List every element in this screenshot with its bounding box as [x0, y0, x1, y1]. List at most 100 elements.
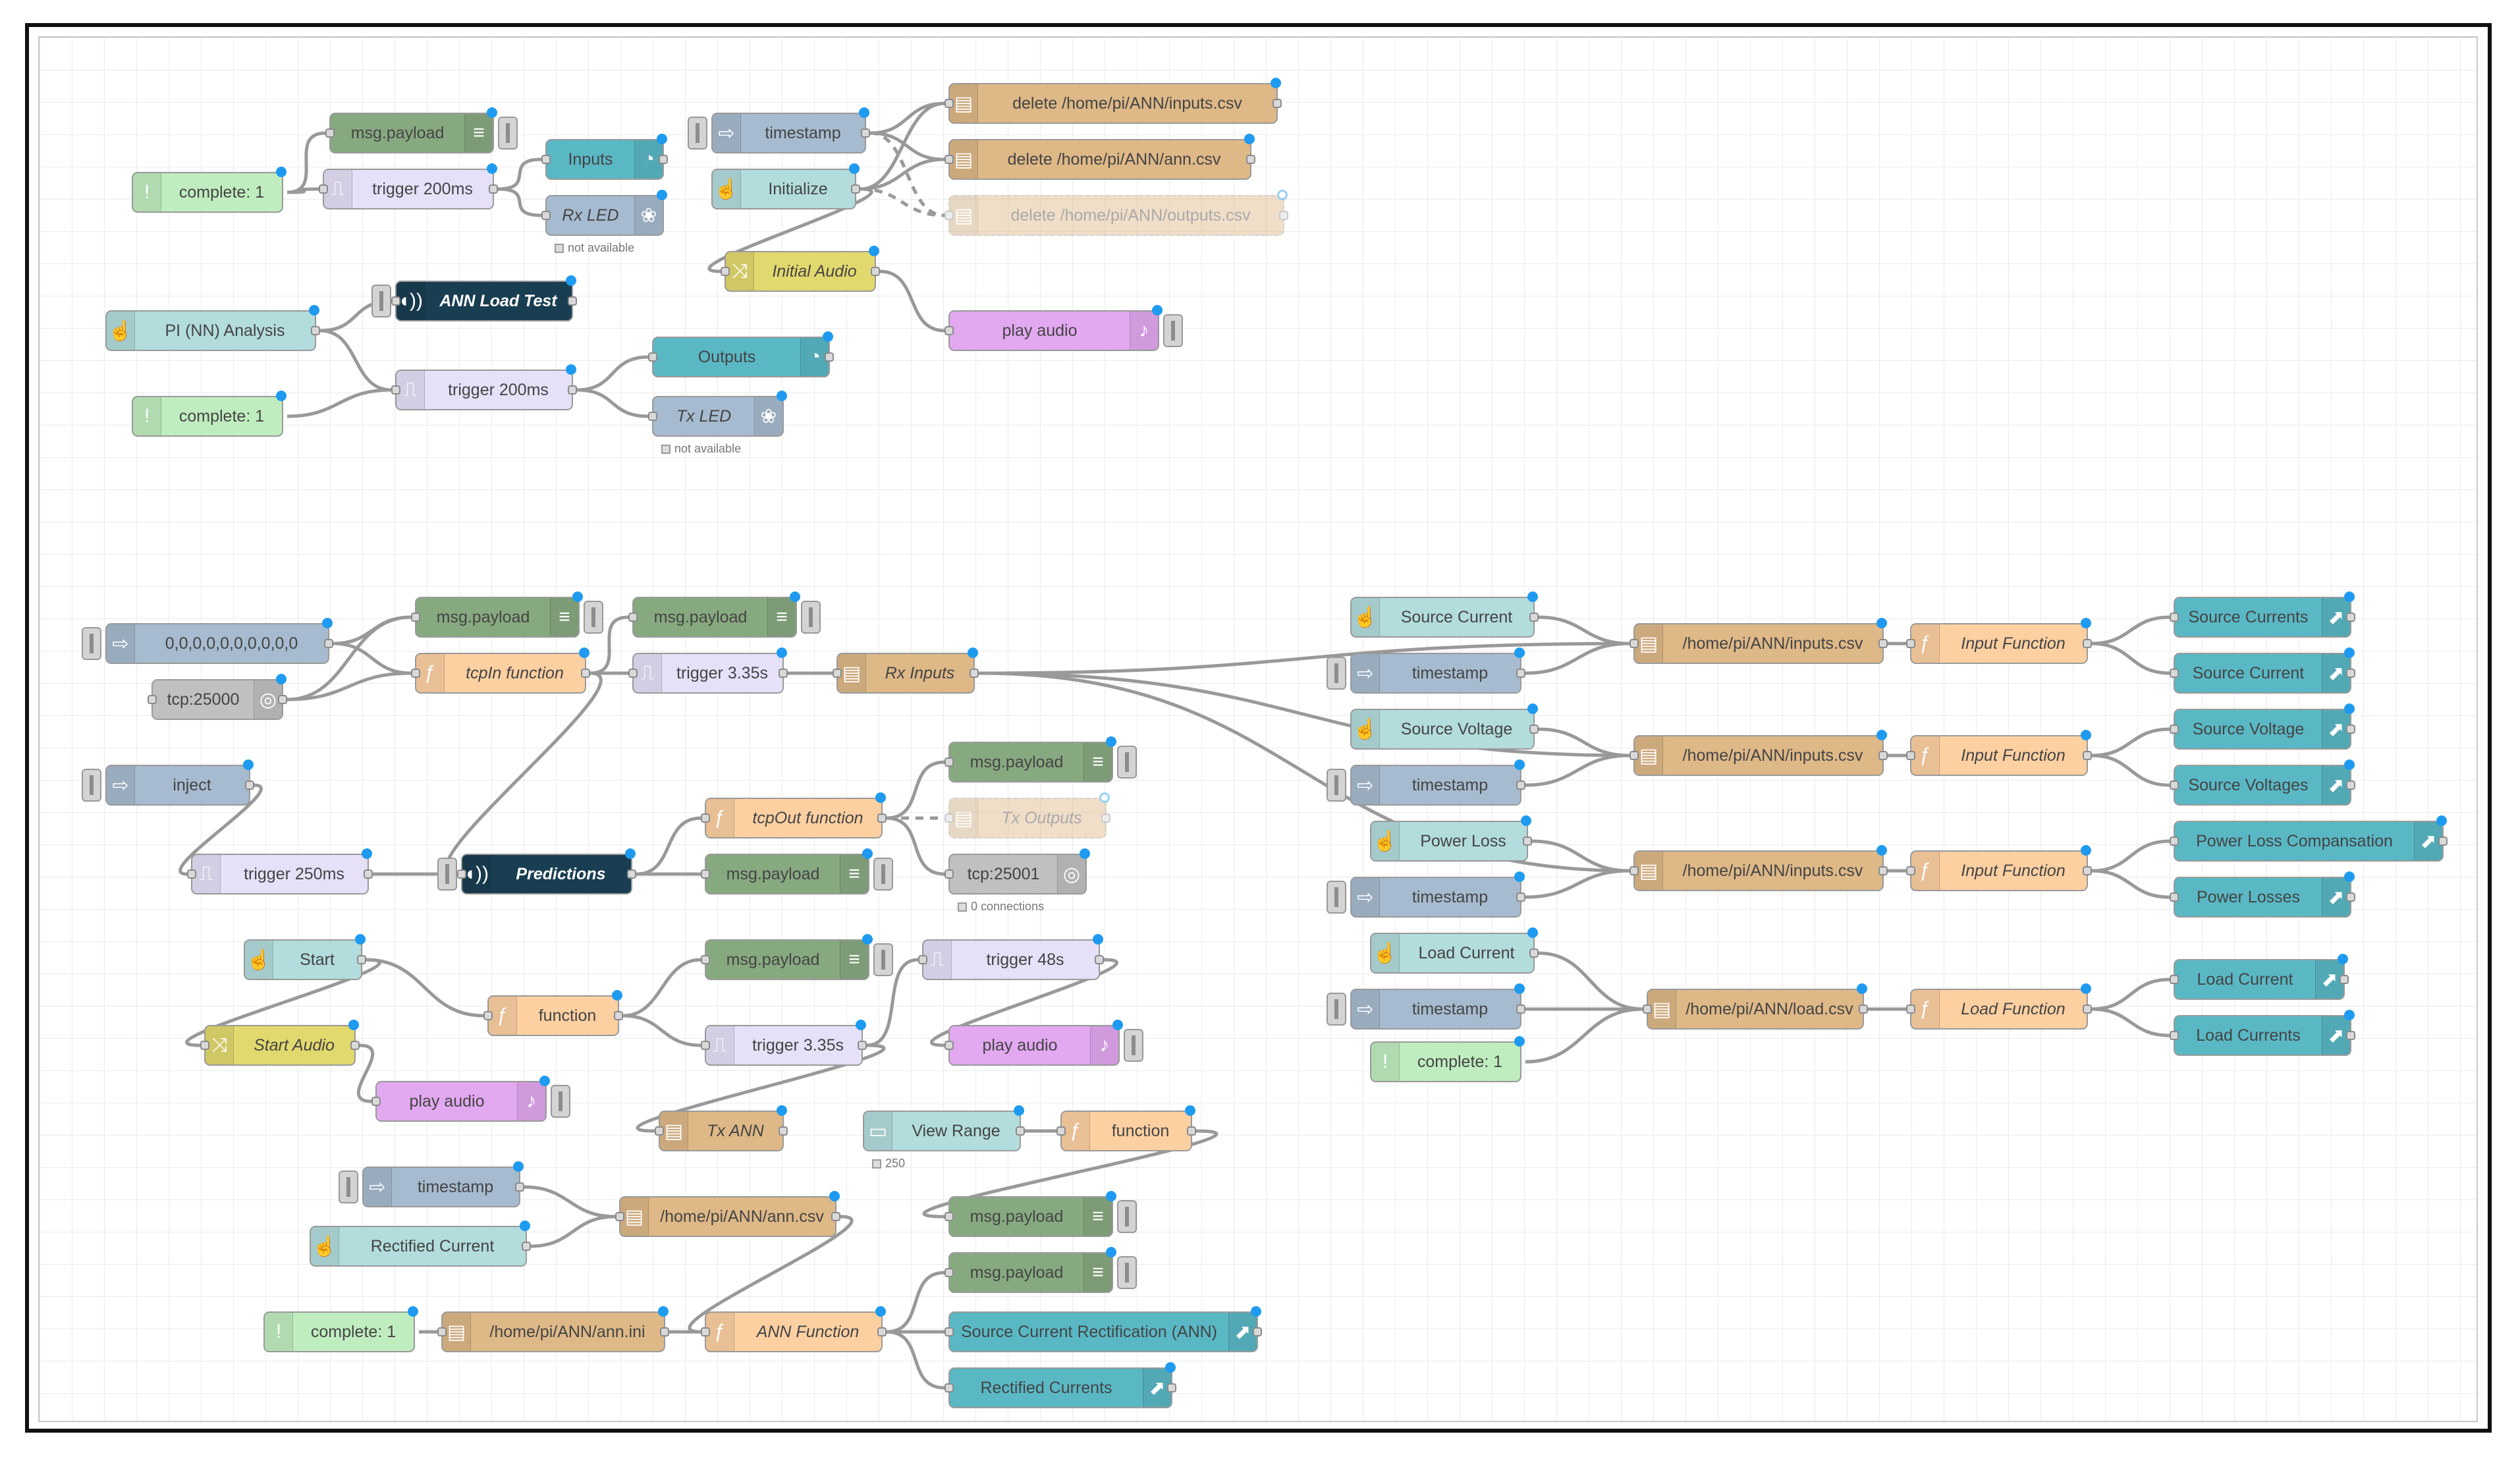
wire[interactable]	[1525, 754, 1630, 787]
output-port[interactable]	[1878, 866, 1888, 875]
wire[interactable]	[622, 958, 701, 1018]
toggle-button[interactable]	[1163, 314, 1183, 347]
node-n68[interactable]: ⇨timestamp	[1327, 871, 1525, 918]
input-port[interactable]	[945, 1041, 954, 1050]
wire[interactable]	[922, 1129, 1219, 1219]
wire[interactable]	[636, 1043, 886, 1133]
wire[interactable]	[497, 187, 542, 217]
output-port[interactable]	[779, 1126, 788, 1136]
toggle-button[interactable]	[1117, 746, 1137, 779]
node-n15[interactable]: !complete: 1	[132, 391, 287, 437]
output-port[interactable]	[1167, 1383, 1176, 1392]
node-n19[interactable]: ⇨0,0,0,0,0,0,0,0,0,0	[82, 618, 333, 664]
input-port[interactable]	[833, 669, 842, 678]
toggle-button[interactable]	[551, 1085, 570, 1118]
input-port[interactable]	[945, 869, 954, 879]
node-n31[interactable]: ▤Tx Outputs	[945, 792, 1110, 839]
node-n6[interactable]: ⇨timestamp	[688, 107, 870, 153]
input-port[interactable]	[541, 155, 551, 164]
input-port[interactable]	[648, 352, 657, 362]
output-port[interactable]	[825, 352, 834, 362]
node-n8[interactable]: ▤delete /home/pi/ANN/inputs.csv	[945, 78, 1282, 124]
input-port[interactable]	[701, 955, 710, 964]
wire[interactable]	[2091, 754, 2170, 787]
input-port[interactable]	[701, 813, 710, 823]
output-port[interactable]	[659, 155, 668, 164]
node-n77[interactable]: ⬈Load Current	[2170, 954, 2349, 1000]
input-port[interactable]	[945, 813, 954, 823]
output-port[interactable]	[581, 669, 590, 678]
node-n4[interactable]: ◔Inputs	[541, 134, 668, 180]
node-n50[interactable]: !complete: 1	[263, 1306, 418, 1352]
node-n32[interactable]: ≡msg.payload	[945, 736, 1137, 783]
node-n13[interactable]: ☝PI (NN) Analysis	[105, 305, 320, 351]
input-port[interactable]	[541, 211, 551, 220]
node-n69[interactable]: ▤/home/pi/ANN/inputs.csv	[1630, 845, 1888, 891]
output-port[interactable]	[2346, 725, 2355, 734]
input-port[interactable]	[2170, 975, 2179, 984]
output-port[interactable]	[1246, 155, 1255, 164]
wire[interactable]	[1538, 615, 1630, 646]
output-port[interactable]	[1878, 751, 1888, 760]
input-port[interactable]	[325, 128, 335, 138]
node-n35[interactable]: ≡msg.payload	[701, 934, 893, 980]
wire[interactable]	[978, 671, 1630, 757]
node-n2[interactable]: ≡msg.payload	[325, 107, 518, 153]
input-port[interactable]	[457, 869, 466, 879]
output-port[interactable]	[2346, 893, 2355, 902]
toggle-button[interactable]	[498, 117, 518, 150]
output-port[interactable]	[2083, 751, 2092, 760]
wire[interactable]	[860, 187, 945, 217]
trigger-button[interactable]	[339, 1170, 358, 1203]
output-port[interactable]	[357, 955, 366, 964]
node-n26[interactable]: ⇨inject	[82, 759, 254, 806]
input-port[interactable]	[945, 99, 954, 108]
input-port[interactable]	[2170, 669, 2179, 678]
output-port[interactable]	[1516, 669, 1525, 678]
input-port[interactable]	[437, 1327, 447, 1336]
node-n34[interactable]: ☝Start	[244, 934, 366, 980]
wire[interactable]	[445, 671, 603, 876]
output-port[interactable]	[2083, 1005, 2092, 1014]
wire[interactable]	[497, 157, 542, 191]
input-port[interactable]	[1630, 751, 1639, 760]
input-port[interactable]	[918, 955, 927, 964]
node-n47[interactable]: ≡msg.payload	[945, 1191, 1137, 1237]
input-port[interactable]	[187, 869, 196, 879]
wire[interactable]	[287, 615, 412, 702]
toggle-button[interactable]	[1117, 1200, 1137, 1233]
wire[interactable]	[185, 958, 381, 1047]
wire[interactable]	[886, 816, 945, 876]
node-n54[interactable]: ⬈Rectified Currents	[945, 1362, 1176, 1408]
node-n24[interactable]: ⎍trigger 3.35s	[628, 647, 788, 694]
wire[interactable]	[636, 816, 701, 876]
node-n73[interactable]: ☝Load Current	[1370, 927, 1539, 974]
input-port[interactable]	[1056, 1126, 1066, 1136]
wire[interactable]	[978, 642, 1630, 675]
output-port[interactable]	[871, 267, 880, 276]
output-port[interactable]	[831, 1212, 840, 1221]
wire[interactable]	[707, 187, 873, 273]
wire[interactable]	[1525, 1007, 1643, 1064]
input-port[interactable]	[945, 326, 954, 335]
input-port[interactable]	[1643, 1005, 1652, 1014]
wire[interactable]	[929, 958, 1119, 1047]
output-port[interactable]	[2346, 781, 2355, 790]
output-port[interactable]	[522, 1242, 531, 1251]
output-port[interactable]	[1101, 813, 1110, 823]
output-port[interactable]	[278, 695, 287, 704]
node-n38[interactable]: ⤨Start Audio	[200, 1020, 360, 1066]
output-port[interactable]	[1279, 211, 1288, 220]
wire[interactable]	[860, 157, 945, 191]
node-n65[interactable]: ⬈Source Voltage	[2170, 703, 2355, 750]
node-n45[interactable]: ⇨timestamp	[339, 1161, 524, 1207]
output-port[interactable]	[1516, 1005, 1525, 1014]
trigger-button[interactable]	[1327, 993, 1346, 1026]
wire[interactable]	[2091, 727, 2170, 757]
wire[interactable]	[688, 1215, 854, 1334]
trigger-button[interactable]	[82, 769, 101, 802]
node-n28[interactable]: ◖))Predictions	[437, 848, 636, 895]
input-port[interactable]	[1906, 639, 1915, 648]
